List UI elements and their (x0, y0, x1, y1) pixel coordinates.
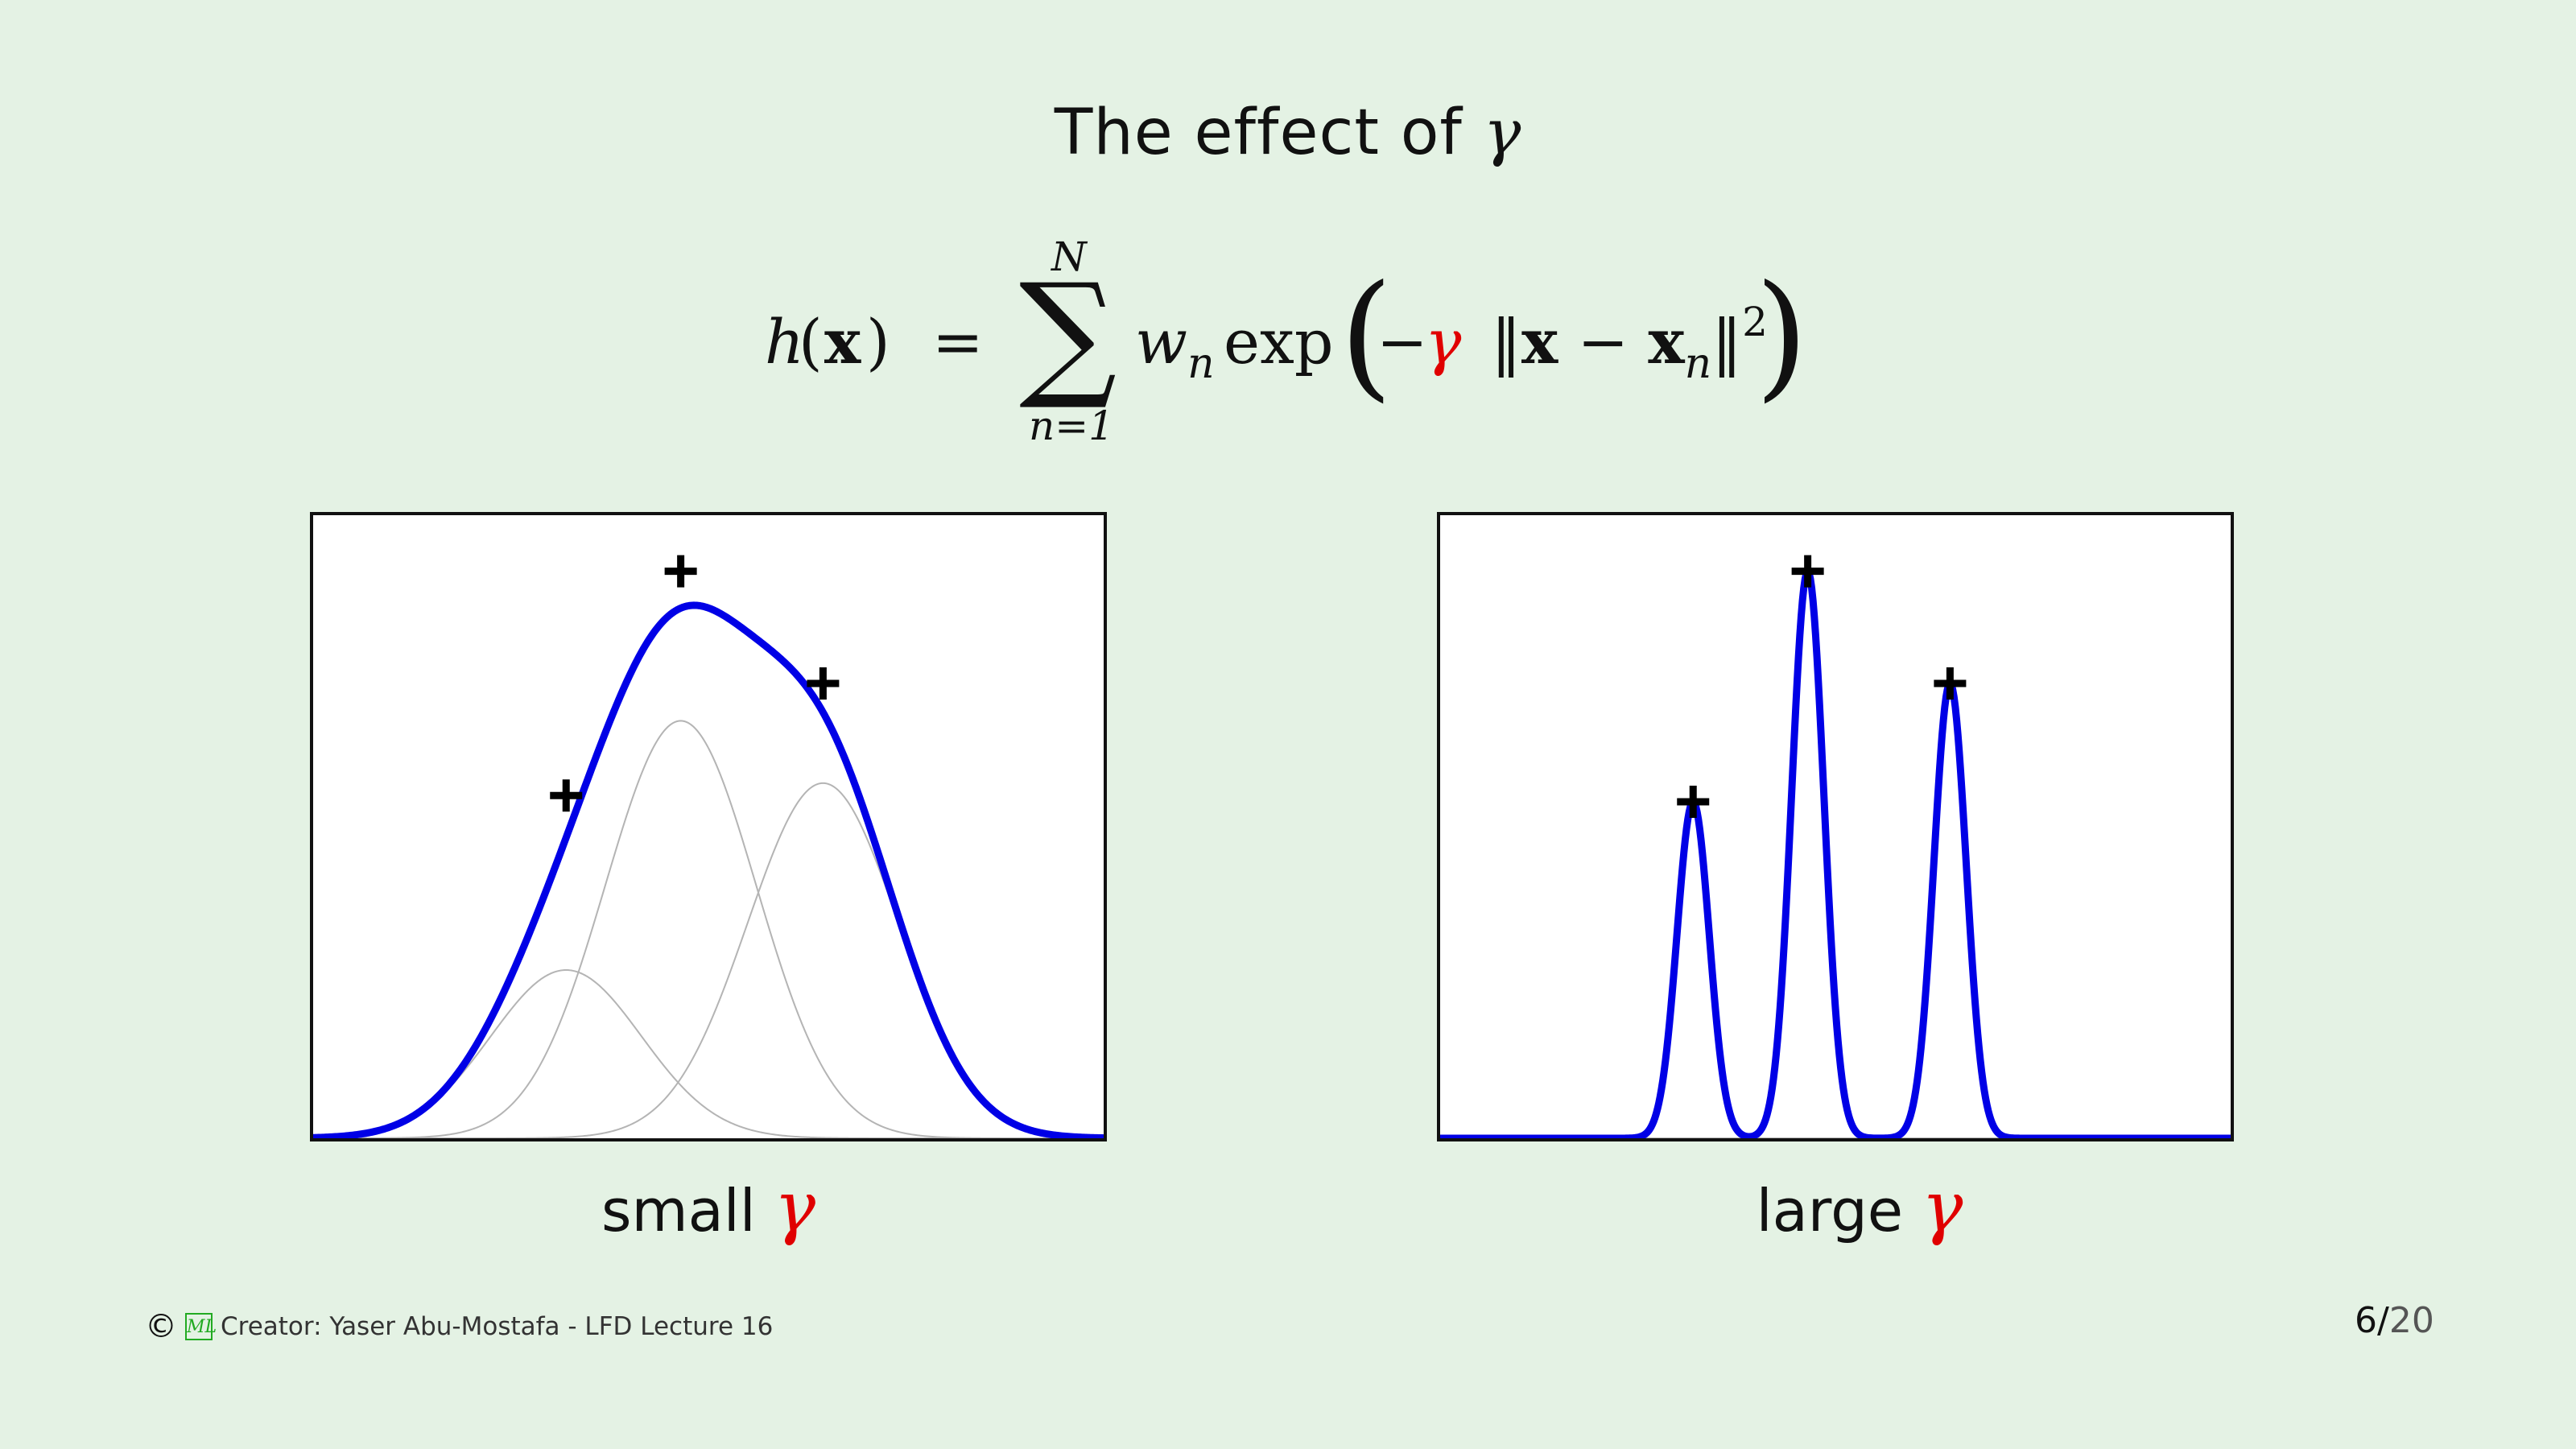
slide-title-text: The effect of (1054, 97, 1484, 169)
sum-symbol: ∑ (1019, 254, 1117, 414)
data-point-marker-2 (1791, 555, 1824, 588)
creator-credit: Creator: Yaser Abu-Mostafa - LFD Lecture… (221, 1312, 774, 1341)
total-curve (1440, 568, 2231, 1138)
formula-paren-open: ( (1340, 256, 1393, 415)
formula-lhs-x: x (824, 306, 861, 378)
total-curve (313, 601, 1104, 1138)
page-sep: / (2377, 1300, 2389, 1341)
ml-logo-icon: ML (185, 1313, 217, 1340)
footer: © ML Creator: Yaser Abu-Mostafa - LFD Le… (145, 1308, 773, 1345)
large-caption-gamma: γ (1921, 1167, 1963, 1248)
small-caption-gamma: γ (774, 1167, 816, 1248)
sum-upper-limit: N (1051, 233, 1087, 280)
component-curve-3 (1440, 682, 2231, 1138)
formula-exp: exp (1224, 306, 1334, 378)
large-caption-label: large (1756, 1177, 1904, 1245)
page-number: 6/20 (2355, 1300, 2434, 1341)
component-curve-2 (1440, 569, 2231, 1138)
component-curve-3 (313, 782, 1104, 1138)
data-point-marker-1 (550, 779, 583, 812)
page-current: 6 (2355, 1300, 2377, 1341)
small-gamma-caption: small γ (564, 1167, 853, 1248)
large-gamma-plot (1437, 512, 2234, 1141)
small-caption-label: small (601, 1177, 756, 1245)
data-point-marker-1 (1677, 786, 1710, 819)
component-curve-1 (313, 969, 1104, 1138)
formula-gamma: γ (1425, 306, 1462, 378)
page-total: 20 (2388, 1300, 2434, 1341)
data-point-marker-3 (807, 667, 840, 700)
formula-minus: − (1377, 306, 1428, 378)
copyright-icon: © (145, 1308, 177, 1345)
formula-lhs-open: ( (799, 306, 823, 378)
small-gamma-plot (310, 512, 1107, 1141)
small-gamma-chart (313, 555, 1104, 1138)
slide-title-gamma: γ (1483, 97, 1522, 169)
large-gamma-caption: large γ (1707, 1167, 2013, 1248)
slide-title: The effect of γ (0, 97, 2576, 169)
sum-lower-limit: n=1 (1029, 402, 1114, 449)
rbf-formula: h ( x ) = N ∑ n=1 wn exp ( − γ ‖x − xn‖2… (757, 233, 1835, 467)
formula-equals: = (932, 306, 984, 378)
component-curve-2 (313, 720, 1104, 1138)
formula-paren-close: ) (1755, 256, 1809, 415)
formula-h: h (765, 306, 804, 378)
formula-lhs-close: ) (866, 306, 890, 378)
large-gamma-chart (1440, 555, 2231, 1138)
formula-norm: ‖x − xn‖2 (1491, 299, 1768, 388)
data-point-marker-2 (664, 555, 697, 588)
data-point-marker-3 (1934, 667, 1967, 700)
formula-weight: wn (1135, 306, 1215, 388)
